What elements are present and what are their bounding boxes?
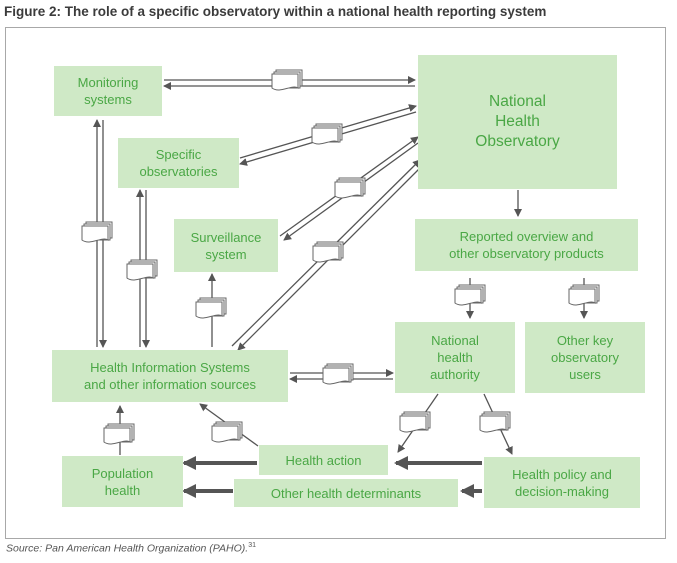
link-population-his <box>103 405 135 455</box>
document-icon <box>126 259 158 281</box>
node-specific-observatories: Specific observatories <box>118 138 239 188</box>
document-icon <box>311 123 343 145</box>
link-reported-users <box>568 278 600 319</box>
document-icon <box>81 221 113 243</box>
node-monitoring-systems: Monitoring systems <box>54 66 162 116</box>
link-his-authority <box>289 363 394 385</box>
link-his-specific <box>126 189 158 348</box>
document-icon <box>399 411 431 433</box>
node-other-key-users: Other key observatory users <box>525 322 645 393</box>
document-icon <box>334 177 366 199</box>
document-icon <box>568 284 600 306</box>
source-note: Source: Pan American Health Organization… <box>6 542 256 555</box>
document-icon <box>312 241 344 263</box>
link-action-his <box>199 403 259 447</box>
link-authority-policy <box>479 393 513 455</box>
node-national-health-authority: National health authority <box>395 322 515 393</box>
document-icon <box>103 423 135 445</box>
document-icon <box>211 421 243 443</box>
link-his-monitoring <box>81 119 113 348</box>
document-icon <box>479 411 511 433</box>
figure-title: Figure 2: The role of a specific observa… <box>4 4 547 19</box>
node-reported-overview: Reported overview and other observatory … <box>415 219 638 271</box>
link-reported-authority <box>454 278 486 319</box>
node-national-health-observatory: National Health Observatory <box>418 55 617 189</box>
link-surveillance-national <box>279 136 419 241</box>
link-monitoring-national <box>163 69 416 91</box>
source-ref: 31 <box>248 542 256 549</box>
node-health-action: Health action <box>259 445 388 475</box>
link-authority-action <box>397 393 439 453</box>
document-icon <box>271 69 303 91</box>
diagram-frame <box>5 27 666 539</box>
link-his-surveillance <box>195 273 227 347</box>
document-icon <box>322 363 354 385</box>
source-text: Source: Pan American Health Organization… <box>6 542 249 555</box>
link-specific-national <box>239 104 417 166</box>
node-health-information-systems: Health Information Systems and other inf… <box>52 350 288 402</box>
node-health-policy: Health policy and decision-making <box>484 457 640 508</box>
node-population-health: Population health <box>62 456 183 507</box>
link-his-national <box>231 159 421 351</box>
document-icon <box>454 284 486 306</box>
document-icon <box>195 297 227 319</box>
node-other-health-determinants: Other health determinants <box>234 479 458 507</box>
node-surveillance-system: Surveillance system <box>174 219 278 272</box>
